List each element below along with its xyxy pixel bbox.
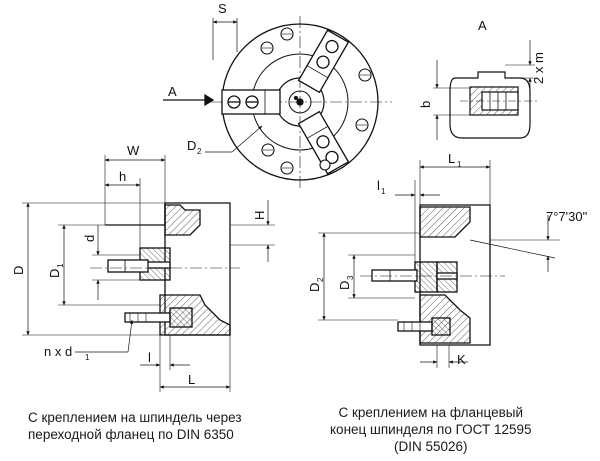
label-k: K (457, 352, 466, 367)
caption-left-line-2: переходной фланец по DIN 6350 (28, 427, 234, 442)
label-d2-top: D (187, 138, 196, 153)
right-section (318, 160, 560, 368)
dimension-labels: S A A 2 x m b D 2 W h H D D 1 d n x d 1 … (11, 1, 588, 387)
front-view (163, 16, 392, 190)
caption-right-line-2: конец шпинделя по ГОСТ 12595 (330, 422, 532, 437)
label-l1-lower: l (377, 178, 380, 193)
label-a-arrow: A (168, 84, 177, 99)
label-2xm: 2 x m (531, 52, 546, 84)
label-angle: 7°7'30" (546, 209, 588, 224)
label-d-outer: D (11, 266, 26, 275)
label-l1-lower-sub: 1 (381, 187, 386, 196)
label-L-left: L (188, 372, 195, 387)
jaw-top-right (297, 29, 350, 94)
caption-right-line-1: С креплением на фланцевый (338, 405, 524, 420)
label-d2-top-sub: 2 (197, 147, 202, 156)
caption-left: С креплением на шпиндель через переходно… (28, 409, 242, 443)
caption-right-line-3: (DIN 55026) (393, 439, 468, 454)
caption-right: С креплением на фланцевый конец шпинделя… (330, 404, 532, 455)
label-l-left: l (148, 350, 151, 365)
jaw-bottom-right (297, 110, 350, 175)
label-s: S (218, 1, 227, 16)
label-h-small: h (119, 169, 126, 184)
label-d1-sub: 1 (56, 263, 65, 268)
label-nxd1-sub: 1 (85, 353, 90, 362)
label-l1-upper-sub: 1 (457, 160, 462, 169)
label-b: b (418, 101, 433, 108)
label-d3: D (337, 281, 352, 290)
mounting-holes (260, 27, 372, 175)
view-a-detail (433, 40, 540, 140)
label-w: W (127, 143, 140, 158)
left-section (22, 155, 275, 392)
label-nxd1: n x d (44, 344, 72, 359)
label-l1-upper: L (448, 151, 455, 166)
caption-left-line-1: С креплением на шпиндель через (28, 410, 242, 425)
jaw-left (221, 89, 281, 115)
label-d3-sub: 3 (346, 275, 355, 280)
label-a-view: A (478, 18, 487, 33)
label-d2-right: D (307, 283, 322, 292)
label-d-small: d (82, 235, 97, 242)
label-d1: D (47, 269, 62, 278)
label-h-large: H (252, 211, 267, 220)
label-d2-right-sub: 2 (316, 277, 325, 282)
